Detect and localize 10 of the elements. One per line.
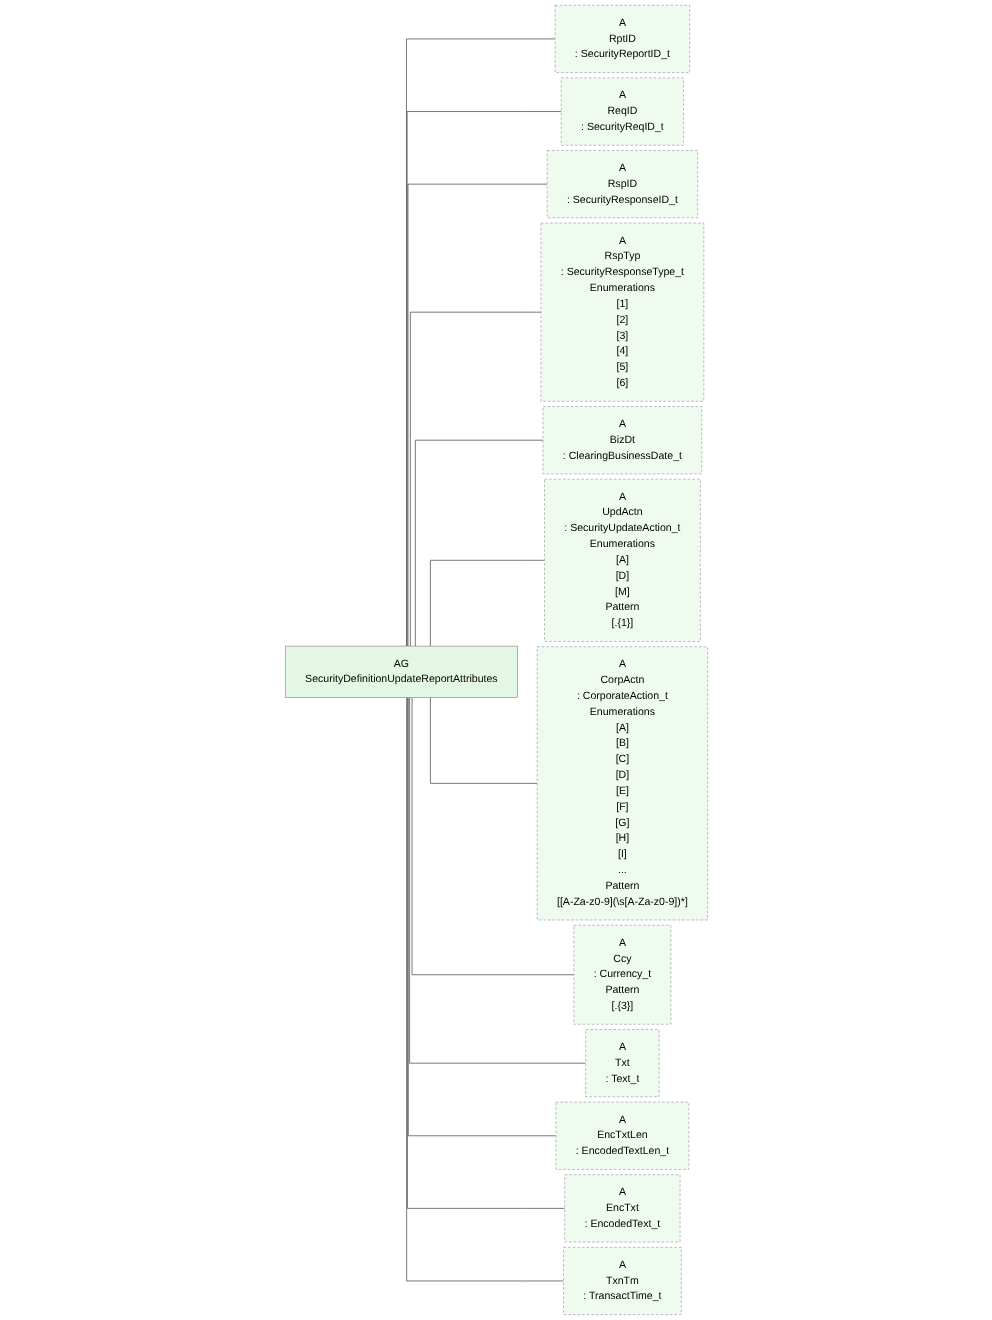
connector bbox=[411, 697, 574, 976]
connector bbox=[414, 439, 543, 647]
connector bbox=[406, 111, 562, 647]
connector bbox=[409, 311, 541, 647]
connector bbox=[407, 183, 547, 647]
connector bbox=[408, 697, 586, 1064]
connector bbox=[407, 697, 556, 1137]
connector bbox=[405, 38, 555, 647]
connector bbox=[429, 697, 538, 784]
connector bbox=[429, 560, 545, 647]
